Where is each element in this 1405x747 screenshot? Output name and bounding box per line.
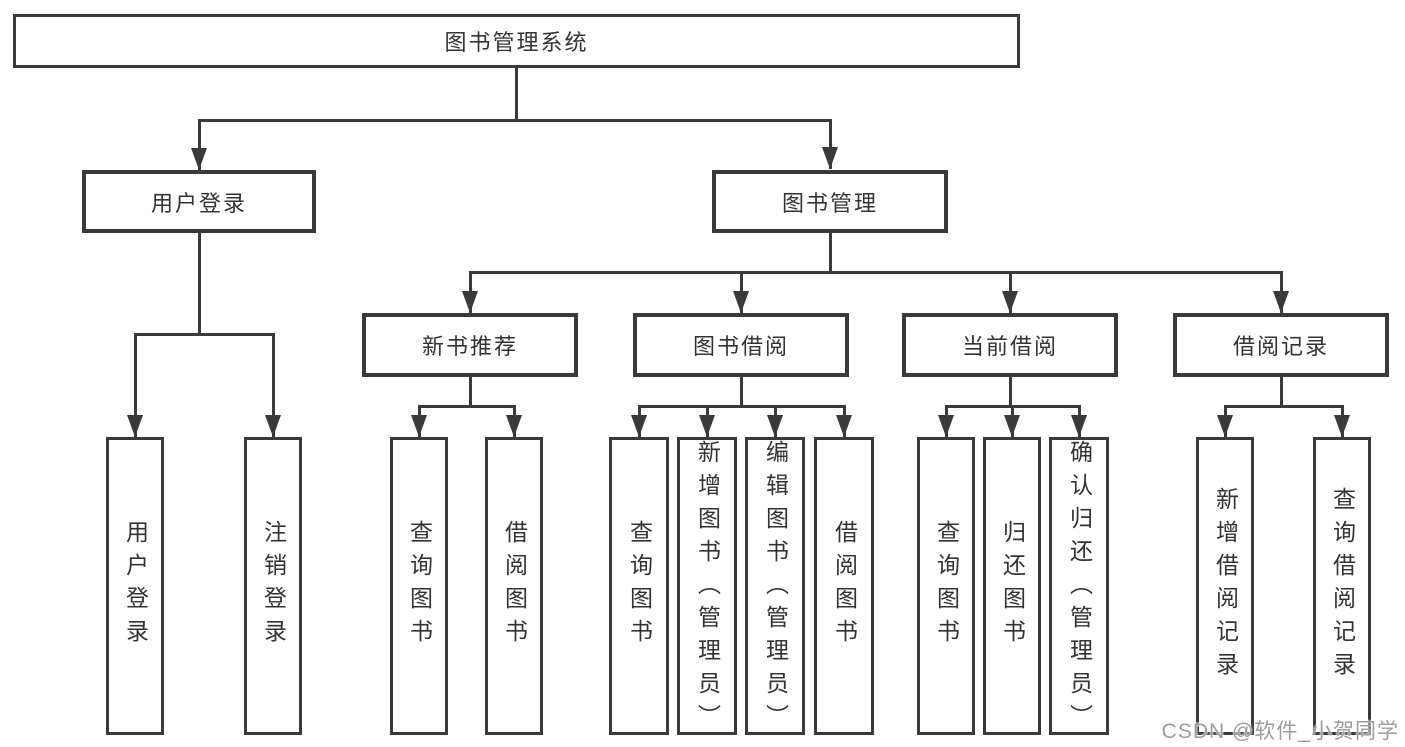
connector-borrowing-stub — [740, 376, 743, 407]
node-label: 借阅图书 — [831, 520, 858, 652]
node-borrow-books-1: 借阅图书 — [485, 437, 543, 735]
connector-login-stub — [198, 232, 201, 335]
node-label: 用户登录 — [122, 520, 149, 652]
connector-to-book-management — [829, 119, 832, 169]
arrow-down-icon — [631, 415, 647, 437]
arrow-down-icon — [1002, 291, 1018, 313]
node-user-login: 用户登录 — [82, 170, 316, 233]
node-add-book-admin: 新增图书（管理员） — [677, 437, 737, 737]
node-return-books: 归还图书 — [983, 437, 1041, 735]
node-label: 查询图书 — [406, 520, 433, 652]
node-book-borrowing: 图书借阅 — [633, 313, 849, 377]
node-edit-book-admin: 编辑图书（管理员） — [745, 437, 805, 737]
connector-login-split — [134, 333, 275, 336]
node-borrow-records: 借阅记录 — [1173, 313, 1389, 377]
node-label: 新增借阅记录 — [1212, 487, 1239, 685]
csdn-watermark: CSDN @软件_小贺同学 — [1161, 720, 1399, 743]
arrow-down-icon — [938, 415, 954, 437]
connector-records-stub — [1280, 376, 1283, 407]
arrow-down-icon — [1334, 415, 1350, 437]
connector-current-stub — [1009, 376, 1012, 407]
node-confirm-return-admin: 确认归还（管理员） — [1049, 437, 1109, 737]
node-user-login-leaf: 用户登录 — [106, 437, 164, 735]
arrow-down-icon — [822, 147, 838, 169]
node-label: 查询借阅记录 — [1329, 487, 1356, 685]
node-borrow-books-2: 借阅图书 — [814, 437, 874, 735]
node-query-books-1: 查询图书 — [390, 437, 448, 735]
arrow-down-icon — [836, 415, 852, 437]
connector-to-logout-leaf — [272, 333, 275, 437]
node-library-system: 图书管理系统 — [13, 14, 1020, 68]
arrow-down-icon — [733, 291, 749, 313]
connector-to-user-login-leaf — [134, 333, 137, 437]
arrow-down-icon — [699, 415, 715, 437]
node-book-management: 图书管理 — [712, 170, 948, 233]
connector-borrowing-split — [638, 405, 846, 408]
node-label: 注销登录 — [260, 520, 287, 652]
arrow-down-icon — [506, 415, 522, 437]
connector-records-split — [1224, 405, 1344, 408]
arrow-down-icon — [1004, 415, 1020, 437]
node-new-book-recommend: 新书推荐 — [362, 313, 578, 377]
node-label: 借阅图书 — [501, 520, 528, 652]
node-label: 查询图书 — [933, 520, 960, 652]
arrow-down-icon — [411, 415, 427, 437]
node-label: 归还图书 — [999, 520, 1026, 652]
arrow-down-icon — [1217, 415, 1233, 437]
arrow-down-icon — [462, 291, 478, 313]
arrow-down-icon — [767, 415, 783, 437]
arrow-down-icon — [191, 148, 207, 170]
node-label: 新增图书（管理员） — [694, 440, 721, 737]
arrow-down-icon — [1071, 415, 1087, 437]
connector-root-split — [198, 119, 832, 122]
connector-mgmt-stub — [829, 232, 832, 273]
node-label: 确认归还（管理员） — [1066, 440, 1093, 737]
node-logout-leaf: 注销登录 — [244, 437, 302, 735]
node-label: 查询图书 — [626, 520, 653, 652]
connector-to-user-login — [198, 119, 201, 170]
node-current-borrowing: 当前借阅 — [902, 313, 1118, 377]
node-query-borrow-record: 查询借阅记录 — [1313, 437, 1371, 735]
connector-newbooks-split — [418, 405, 516, 408]
connector-newbooks-stub — [469, 376, 472, 407]
connector-mgmt-split — [469, 271, 1283, 274]
arrow-down-icon — [265, 415, 281, 437]
node-add-borrow-record: 新增借阅记录 — [1196, 437, 1254, 735]
node-label: 编辑图书（管理员） — [762, 440, 789, 737]
node-query-books-3: 查询图书 — [917, 437, 975, 735]
arrow-down-icon — [127, 415, 143, 437]
arrow-down-icon — [1273, 291, 1289, 313]
connector-root-stub — [515, 68, 518, 120]
node-query-books-2: 查询图书 — [609, 437, 669, 735]
